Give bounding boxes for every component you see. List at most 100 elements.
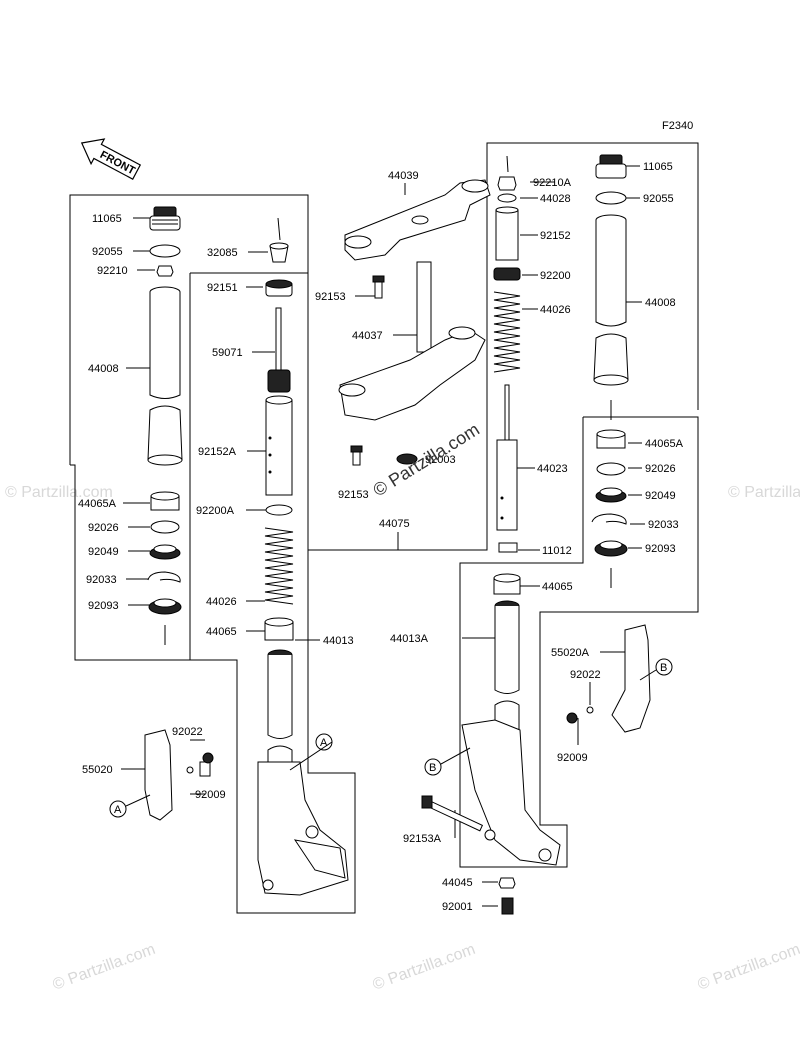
label-44008-right: 44008	[645, 297, 676, 309]
fork-slider-right	[461, 719, 561, 866]
o-ring-92055-right	[595, 191, 627, 205]
bolt-92153-low	[350, 445, 363, 466]
washer-92200A	[265, 504, 293, 516]
dust-seal-92093-right	[594, 540, 628, 557]
o-ring-92055-left	[149, 244, 181, 258]
label-92033-right: 92033	[648, 519, 679, 531]
bushing-44065A-left	[150, 491, 180, 511]
label-92153-top: 92153	[315, 291, 346, 303]
label-92151: 92151	[207, 282, 238, 294]
piece-11012	[498, 542, 518, 553]
oil-seal-92049-right	[595, 487, 627, 503]
label-44037: 44037	[352, 330, 383, 342]
label-92003: 92003	[425, 454, 456, 466]
label-44065-left: 44065	[206, 626, 237, 638]
stopper-92151	[265, 279, 293, 297]
dust-seal-92093-left	[148, 598, 182, 615]
label-92009-right: 92009	[557, 752, 588, 764]
seal-92003	[396, 453, 418, 465]
label-44026-right: 44026	[540, 304, 571, 316]
label-92022-left: 92022	[172, 726, 203, 738]
bushing-44065A-right	[596, 429, 626, 449]
label-44013: 44013	[323, 635, 354, 647]
oil-seal-92049-left	[149, 544, 181, 560]
bushing-44065-right	[493, 573, 521, 595]
washer-92026-right	[596, 462, 626, 476]
label-44028: 44028	[540, 193, 571, 205]
fork-guard-55020	[144, 729, 214, 821]
spacer-92152	[495, 206, 519, 261]
cap-bolt-11065-left	[149, 206, 181, 231]
label-92026-left: 92026	[88, 522, 119, 534]
cap-bolt-11065-right	[595, 154, 627, 179]
label-92009-left: 92009	[195, 789, 226, 801]
callout-a-upper-text: A	[320, 737, 328, 749]
label-92055-left: 92055	[92, 246, 123, 258]
callout-b-left	[424, 758, 442, 776]
label-11065-right: 11065	[643, 161, 673, 173]
label-92049-right: 92049	[645, 490, 676, 502]
label-92026-right: 92026	[645, 463, 676, 475]
callout-b-right-text: B	[660, 662, 667, 674]
label-92200A: 92200A	[196, 505, 235, 517]
label-44075: 44075	[379, 518, 410, 530]
left-fork-parts	[144, 206, 349, 896]
outer-cover-44008-right	[593, 214, 629, 386]
fork-guard-55020A	[566, 624, 651, 733]
label-92152: 92152	[540, 230, 571, 242]
spacer-92152A	[265, 395, 293, 496]
label-92210A: 92210A	[533, 177, 572, 189]
circlip-92033-right	[591, 513, 627, 525]
watermark-right: © Partzilla.com	[728, 484, 800, 501]
circlip-92033-left	[147, 571, 181, 583]
plug-32085	[269, 242, 289, 263]
label-92153-low: 92153	[338, 489, 369, 501]
label-44026-left: 44026	[206, 596, 237, 608]
label-55020: 55020	[82, 764, 113, 776]
callout-b-right	[655, 658, 673, 676]
label-92055-right: 92055	[643, 193, 674, 205]
watermark-bottom-left: © Partzilla.com	[51, 941, 158, 994]
washer-44028	[497, 193, 517, 203]
figure-code: F2340	[662, 120, 693, 132]
callout-b-left-text: B	[429, 762, 436, 774]
spring-44026-left	[264, 527, 294, 605]
background-watermarks: © Partzilla.com © Partzilla.com © Partzi…	[5, 484, 800, 994]
damper-rod-44023	[496, 384, 518, 531]
steering-stem-parts	[338, 179, 491, 466]
label-11065-left: 11065	[92, 213, 122, 225]
washer-92200	[493, 267, 521, 281]
outer-cover-44008-left	[147, 286, 183, 466]
washer-92026-left	[150, 520, 180, 534]
rod-59071	[267, 307, 291, 393]
watermark-center: © Partzilla.com	[370, 419, 483, 500]
label-92152A: 92152A	[198, 446, 237, 458]
label-92022-right: 92022	[570, 669, 601, 681]
front-arrow-icon: FRONT	[80, 138, 142, 180]
right-fork-parts	[421, 154, 651, 915]
label-92033-left: 92033	[86, 574, 117, 586]
label-92093-left: 92093	[88, 600, 119, 612]
nut-92210A	[497, 176, 517, 191]
label-92049-left: 92049	[88, 546, 119, 558]
label-44008-left: 44008	[88, 363, 119, 375]
callout-a-lower-text: A	[114, 804, 122, 816]
axle-bolt-92153A	[421, 795, 484, 832]
label-92210-left: 92210	[97, 265, 128, 277]
part-labels: 11065 92055 92210 44008 32085 92151 5907…	[78, 161, 684, 913]
label-92093-right: 92093	[645, 543, 676, 555]
watermark-bottom-mid: © Partzilla.com	[371, 941, 478, 994]
nut-44045	[498, 877, 516, 889]
fork-slider-left	[257, 761, 349, 896]
callouts: A A B B	[109, 658, 673, 818]
label-44065-right: 44065	[542, 581, 573, 593]
label-32085: 32085	[207, 247, 238, 259]
label-55020A: 55020A	[551, 647, 590, 659]
stem-44037	[338, 261, 486, 421]
label-44065A-right: 44065A	[645, 438, 684, 450]
label-92001: 92001	[442, 901, 473, 913]
label-92200: 92200	[540, 270, 571, 282]
spring-44026-right	[493, 291, 521, 373]
bushing-44065-left	[264, 617, 294, 641]
